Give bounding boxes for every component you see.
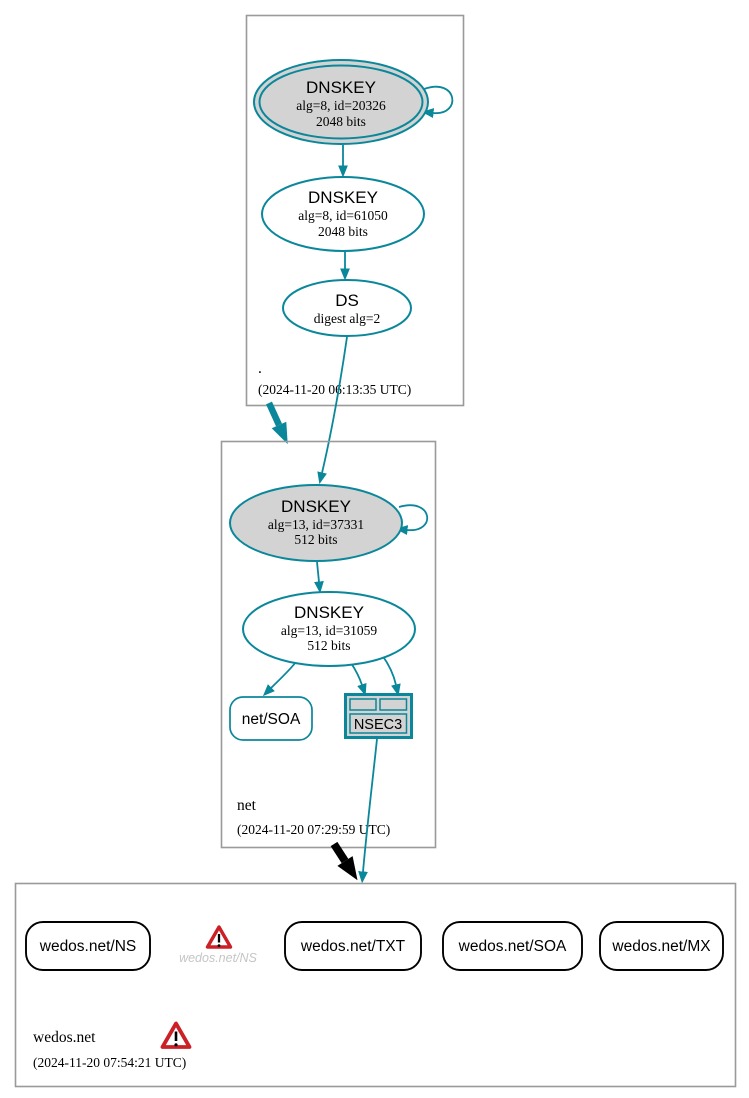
zone-name-wedos: wedos.net xyxy=(33,1029,96,1046)
node-detail: alg=13, id=31059 xyxy=(281,623,377,638)
nsec3-label: NSEC3 xyxy=(354,717,402,733)
node-detail: alg=8, id=61050 xyxy=(298,208,388,223)
zone-root: DNSKEY alg=8, id=20326 2048 bits DNSKEY … xyxy=(245,14,465,407)
edge-secure-delegation xyxy=(266,401,282,427)
zone-net: DNSKEY alg=13, id=37331 512 bits DNSKEY … xyxy=(220,440,437,849)
edge-root-ds-to-net-ksk xyxy=(317,336,348,485)
ksk-inner-ring xyxy=(258,64,424,140)
zone-warning-icon xyxy=(160,1021,192,1049)
edge-net-zsk-to-nsec3-left xyxy=(350,662,367,696)
zone-wedos: wedos.net/NS wedos.net/NS wedos.net/TXT … xyxy=(14,882,737,1088)
node-detail: alg=13, id=37331 xyxy=(268,517,364,532)
rrset-node-wedos-txt[interactable]: wedos.net/TXT xyxy=(284,921,422,971)
rrset-box xyxy=(599,921,724,971)
nsec3-cell-right xyxy=(379,698,408,711)
warning-exclamation-dot xyxy=(217,944,221,947)
edge-net-ksk-selfsign xyxy=(395,504,429,535)
node-title: DNSKEY xyxy=(281,497,351,516)
rrset-label: wedos.net/TXT xyxy=(300,938,406,955)
rrset-label: wedos.net/MX xyxy=(611,938,711,955)
edge-nsec3-to-wedos-zone xyxy=(358,738,378,884)
zsk-ellipse xyxy=(261,176,425,252)
rrset-node-wedos-ns[interactable]: wedos.net/NS xyxy=(25,921,151,971)
ds-node-root[interactable]: DS digest alg=2 xyxy=(282,279,412,337)
zsk-ellipse xyxy=(242,591,416,667)
secure-delegation-arrowhead xyxy=(271,421,288,445)
node-detail: alg=8, id=20326 xyxy=(296,98,386,113)
node-title: DNSKEY xyxy=(306,78,376,97)
rrset-label: wedos.net/SOA xyxy=(458,938,567,955)
rrset-box xyxy=(284,921,422,971)
rrset-box xyxy=(25,921,151,971)
zone-box-wedos xyxy=(14,882,737,1088)
node-detail: 2048 bits xyxy=(316,114,366,129)
zone-name-net: net xyxy=(237,797,257,814)
node-title: DNSKEY xyxy=(294,603,364,622)
insecure-delegation-arrowhead xyxy=(337,856,358,881)
node-detail: 512 bits xyxy=(307,638,350,653)
zone-timestamp-wedos: (2024-11-20 07:54:21 UTC) xyxy=(33,1055,186,1070)
zone-timestamp-net: (2024-11-20 07:29:59 UTC) xyxy=(237,822,390,837)
dnskey-node-root-ksk-20326[interactable]: DNSKEY alg=8, id=20326 2048 bits xyxy=(253,59,429,145)
rrset-label: wedos.net/NS xyxy=(39,938,137,955)
warning-exclamation-dot xyxy=(174,1043,178,1047)
node-detail: digest alg=2 xyxy=(314,311,380,326)
node-detail: 2048 bits xyxy=(318,224,368,239)
ksk-ellipse xyxy=(229,484,403,562)
zone-box-root xyxy=(245,14,465,407)
zone-timestamp-root: (2024-11-20 06:13:35 UTC) xyxy=(258,382,411,397)
delegation-net-to-wedos xyxy=(330,738,378,884)
dnskey-node-net-zsk-31059[interactable]: DNSKEY alg=13, id=31059 512 bits xyxy=(242,591,416,667)
edge-net-ksk-to-zsk xyxy=(314,561,324,594)
rrset-label: net/SOA xyxy=(242,711,301,728)
edge-net-zsk-to-soa xyxy=(262,661,297,697)
dnskey-node-root-zsk-61050[interactable]: DNSKEY alg=8, id=61050 2048 bits xyxy=(261,176,425,252)
rrset-node-wedos-mx[interactable]: wedos.net/MX xyxy=(599,921,724,971)
nsec3-cell-left xyxy=(349,698,377,711)
node-title: DNSKEY xyxy=(308,188,378,207)
rrset-box xyxy=(229,696,313,741)
dnskey-node-net-ksk-37331[interactable]: DNSKEY alg=13, id=37331 512 bits xyxy=(229,484,403,562)
nsec3-node-net[interactable]: NSEC3 xyxy=(344,693,413,739)
ds-ellipse xyxy=(282,279,412,337)
rrset-node-wedos-soa[interactable]: wedos.net/SOA xyxy=(442,921,583,971)
rrset-label-faded: wedos.net/NS xyxy=(179,951,257,965)
edge-net-zsk-to-nsec3-right xyxy=(381,654,401,697)
warning-icon xyxy=(205,925,233,949)
delegation-root-to-net xyxy=(266,336,348,485)
rrset-node-net-soa[interactable]: net/SOA xyxy=(229,696,313,741)
nsec3-cell-label xyxy=(349,713,408,734)
zone-box-net xyxy=(220,440,437,849)
rrset-node-wedos-ns-warning[interactable]: wedos.net/NS xyxy=(179,925,258,965)
zone-name-root: . xyxy=(258,360,262,377)
ksk-outer-ring xyxy=(253,59,429,145)
edge-root-ksk-selfsign xyxy=(421,86,454,118)
edge-insecure-delegation xyxy=(330,841,349,864)
node-detail: 512 bits xyxy=(294,532,337,547)
rrset-box xyxy=(442,921,583,971)
node-title: DS xyxy=(335,291,359,310)
